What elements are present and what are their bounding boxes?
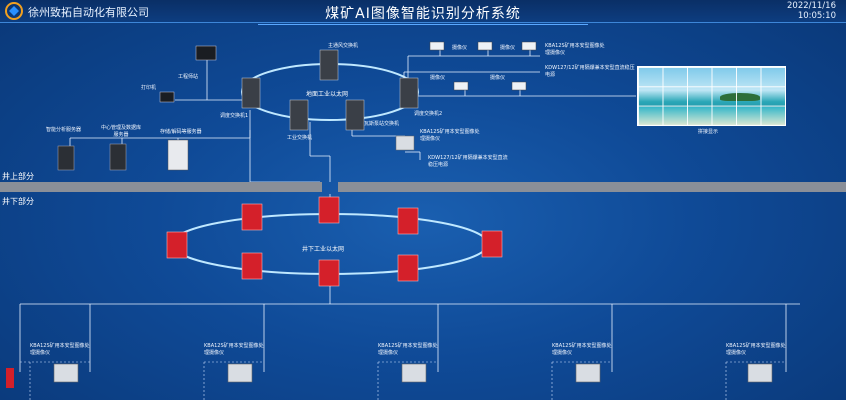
section-below-label: 井下部分 (2, 197, 34, 206)
switch-main-fan-label: 主通风交换机 (328, 43, 359, 49)
switch-red-upper-left (241, 203, 263, 231)
title-frame: 煤矿AI图像智能识别分析系统 (258, 0, 588, 25)
date-text: 2022/11/16 (787, 1, 836, 11)
datetime: 2022/11/16 10:05:10 (787, 1, 836, 21)
switch-main-fan (319, 49, 339, 81)
surface-ring-label: 地面工业以太网 (306, 91, 349, 98)
printer-label: 打印机 (141, 85, 157, 91)
page-title: 煤矿AI图像智能识别分析系统 (325, 6, 521, 22)
server-ai (57, 145, 75, 171)
switch-pump (345, 99, 365, 131)
switch-red-left (166, 231, 188, 259)
printer (159, 91, 175, 103)
switch-red-right (481, 230, 503, 258)
underground-switches (166, 196, 503, 287)
camera-2 (477, 41, 493, 51)
kdw-label-top: KDW127/12矿用隔爆兼本安型直流稳压电源 (545, 65, 635, 78)
server-storage (167, 139, 189, 171)
kba-label-mid: KBA12S矿用本安型图像处理摄像仪 (420, 129, 480, 142)
power-supply-red (6, 368, 14, 388)
header-bar (0, 0, 846, 23)
kdw-label-mid: KDW127/12矿用隔爆兼本安型直流稳压电源 (428, 155, 508, 168)
switch-work-label: 工业交换机 (287, 135, 313, 141)
camera-label-2: 摄像仪 (500, 45, 516, 51)
camera-label-4: 摄像仪 (490, 75, 506, 81)
switch-red-bottom (318, 259, 340, 287)
kba-camera-1 (53, 363, 79, 383)
kba-label-top: KBA12S矿用本安型图像处理摄像仪 (545, 43, 605, 56)
underground-ring-label: 井下工业以太网 (302, 246, 345, 253)
switch-red-lower-left (241, 252, 263, 280)
kba-camera-surface (395, 135, 415, 151)
switch-work (289, 99, 309, 131)
switch-red-lower-right (397, 254, 419, 282)
server-center-label: 中心管理及数据库服务器 (100, 125, 141, 138)
ground-level-bar-left (0, 182, 322, 192)
company-name: 徐州致拓自动化有限公司 (28, 6, 149, 19)
surface-switches (241, 49, 419, 131)
server-center (109, 143, 127, 171)
switch-dispatch-1-label: 调度交换机1 (220, 113, 249, 119)
camera-5 (511, 81, 527, 91)
switch-dispatch-2-label: 调度交换机2 (414, 111, 443, 117)
underground-cameras (6, 363, 773, 388)
switch-red-upper-right (397, 207, 419, 235)
camera-label-1: 摄像仪 (452, 45, 468, 51)
switch-pump-label: 瓦斯泵站交换机 (364, 121, 400, 127)
camera-4 (453, 81, 469, 91)
underground-device-label-1: KBA12S矿用本安型图像处理摄像仪 (30, 343, 90, 356)
kba-camera-4 (575, 363, 601, 383)
section-above-label: 井上部分 (2, 172, 34, 181)
camera-1 (429, 41, 445, 51)
workstation-label: 工程师站 (178, 74, 199, 80)
server-storage-label: 存储/解码等服务器 (160, 129, 202, 135)
surface-servers (57, 45, 415, 171)
camera-label-3: 摄像仪 (430, 75, 446, 81)
camera-3 (521, 41, 537, 51)
company-logo-icon (5, 2, 23, 20)
switch-dispatch-2 (399, 77, 419, 109)
switch-dispatch-1 (241, 77, 261, 109)
kba-camera-2 (227, 363, 253, 383)
video-wall-grid (638, 67, 785, 125)
underground-bus (19, 286, 800, 372)
kba-camera-3 (401, 363, 427, 383)
workstation-monitor (195, 45, 217, 61)
surface-cameras (429, 41, 537, 91)
ground-level-bar-right (338, 182, 846, 192)
underground-device-label-3: KBA12S矿用本安型图像处理摄像仪 (378, 343, 438, 356)
switch-red-top (318, 196, 340, 224)
underground-device-label-2: KBA12S矿用本安型图像处理摄像仪 (204, 343, 264, 356)
video-wall (637, 66, 786, 126)
kba-camera-5 (747, 363, 773, 383)
underground-device-label-5: KBA12S矿用本安型图像处理摄像仪 (726, 343, 786, 356)
underground-dashed-links (20, 361, 786, 400)
underground-device-label-4: KBA12S矿用本安型图像处理摄像仪 (552, 343, 612, 356)
server-ai-label: 智能分析服务器 (46, 127, 82, 133)
video-wall-label: 拼接显示 (698, 129, 719, 135)
time-text: 10:05:10 (797, 11, 836, 21)
